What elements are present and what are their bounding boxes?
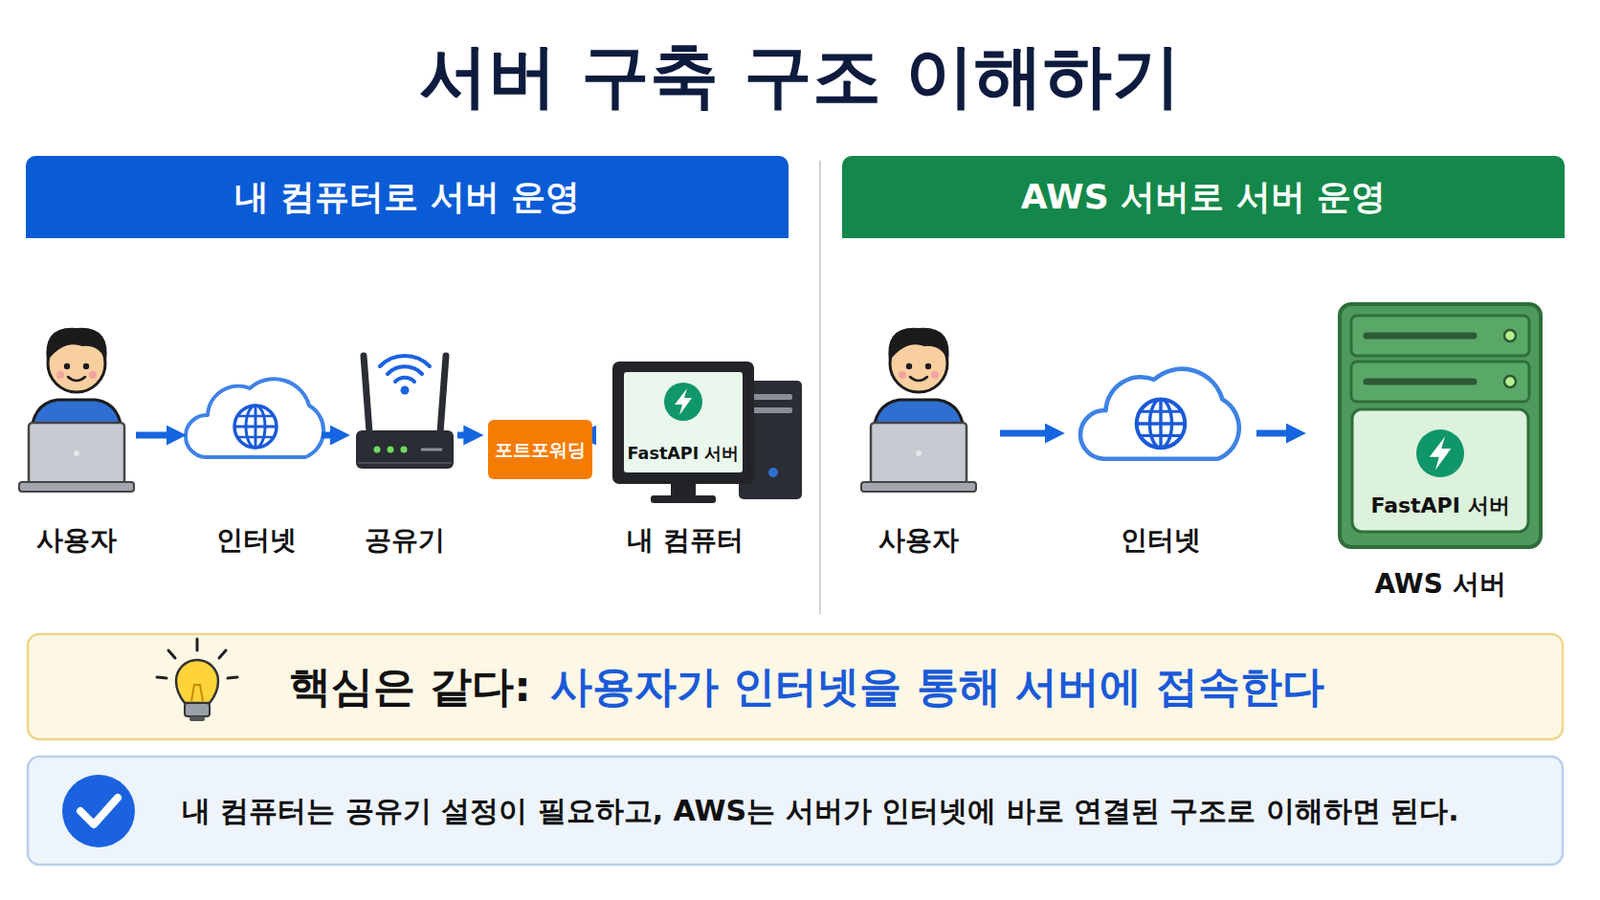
node-label: 사용자 — [36, 524, 117, 557]
user-icon — [861, 328, 977, 492]
icon-node: 인터넷 — [196, 363, 316, 557]
lightbulb-icon — [156, 639, 238, 722]
node-label: 핵심은 같다: — [288, 662, 532, 713]
internet-cloud — [185, 378, 324, 458]
flow-arrow — [457, 432, 468, 440]
icon-node: 인터넷 — [1093, 363, 1228, 557]
flow-arrow — [321, 432, 334, 440]
node-label: AWS 서버로 서버 운영 — [1021, 176, 1386, 218]
computer-icon — [612, 361, 802, 504]
icon-node: 공유기 — [355, 344, 454, 557]
node-label: AWS 서버 — [1374, 568, 1506, 601]
icon-node: 내 컴퓨터 FastAPI 서버 — [612, 354, 806, 557]
node-label: FastAPI 서버 — [627, 444, 740, 465]
check-icon — [62, 775, 135, 848]
flow-arrow — [592, 432, 597, 440]
node-label: 사용자 — [878, 524, 959, 557]
panel-header: AWS 서버로 서버 운영 — [842, 155, 1565, 239]
node-label: 내 컴퓨터는 공유기 설정이 필요하고, AWS는 서버가 인터넷에 바로 연결… — [181, 794, 1460, 829]
server-screen: FastAPI 서버 — [623, 372, 743, 473]
panel-header: 내 컴퓨터로 서버 운영 — [25, 155, 789, 239]
summary-box — [27, 756, 1563, 866]
node-label: 공유기 — [364, 524, 445, 557]
summary-note: 내 컴퓨터는 공유기 설정이 필요하고, AWS는 서버가 인터넷에 바로 연결… — [27, 756, 1563, 866]
key-point-box — [27, 634, 1563, 740]
flow-arrow — [1000, 430, 1049, 438]
icon-node: 사용자 — [26, 320, 127, 557]
router-icon — [355, 355, 454, 469]
node-label: 인터넷 — [216, 524, 297, 557]
node-label: 인터넷 — [1120, 524, 1201, 557]
internet-cloud — [1080, 369, 1240, 460]
node-label: 사용자가 인터넷을 통해 서버에 접속한다 — [550, 662, 1325, 713]
panel-divider — [819, 160, 822, 615]
diagram-title: 서버 구축 구조 이해하기 — [0, 38, 1600, 114]
user-icon — [19, 328, 134, 492]
server-screen: FastAPI 서버 — [1352, 409, 1529, 533]
node-label: FastAPI 서버 — [1370, 493, 1510, 519]
node-label: 내 컴퓨터로 서버 운영 — [234, 176, 581, 218]
port-forward-box: 포트포워딩 — [488, 420, 593, 480]
node-label: 포트포워딩 — [494, 439, 586, 462]
icon-node: AWS 서버 FastAPI 서버 — [1334, 304, 1546, 601]
key-point-note: 핵심은 같다: 사용자가 인터넷을 통해 서버에 접속한다 — [27, 634, 1563, 740]
icon-node: 사용자 — [866, 320, 972, 557]
flow-arrow — [135, 432, 171, 440]
flow-arrow — [1256, 430, 1290, 438]
server-icon — [1339, 304, 1541, 548]
node-label: 내 컴퓨터 — [626, 524, 744, 557]
